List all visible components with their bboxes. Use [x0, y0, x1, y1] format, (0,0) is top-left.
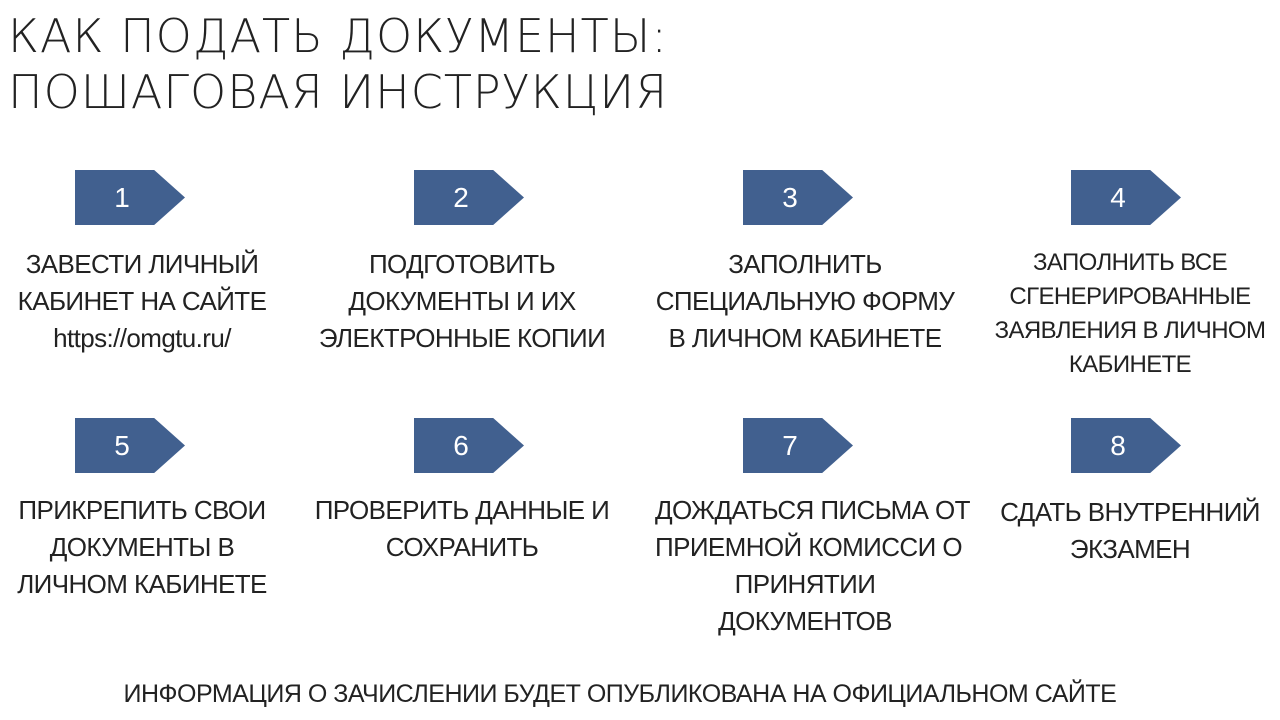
step-text-line: В ЛИЧНОМ КАБИНЕТЕ — [668, 323, 943, 353]
step-number: 3 — [782, 182, 798, 213]
step-text-line: https://omgtu.ru/ — [53, 323, 231, 353]
step-text-line: ПРИНЯТИИ — [734, 569, 876, 599]
footer-note: ИНФОРМАЦИЯ О ЗАЧИСЛЕНИИ БУДЕТ ОПУБЛИКОВА… — [123, 680, 1117, 708]
step-text-line: ЗАПОЛНИТЬ — [728, 249, 882, 279]
step-number: 8 — [1110, 430, 1126, 461]
step-text-line: СОХРАНИТЬ — [385, 532, 539, 562]
title-line-2: ПОШАГОВАЯ ИНСТРУКЦИЯ — [8, 65, 669, 119]
step-text-line: ЛИЧНОМ КАБИНЕТЕ — [17, 569, 267, 599]
step-number: 7 — [782, 430, 798, 461]
step-6-badge: 6 — [414, 418, 524, 473]
step-8-text: СДАТЬ ВНУТРЕННИЙ ЭКЗАМЕН — [980, 494, 1280, 568]
title-line-1: КАК ПОДАТЬ ДОКУМЕНТЫ: — [8, 9, 668, 63]
step-text-line: СПЕЦИАЛЬНУЮ ФОРМУ — [655, 286, 955, 316]
step-text-line: ДОКУМЕНТЫ В — [49, 532, 235, 562]
step-7-text: ДОЖДАТЬСЯ ПИСЬМА ОТ ПРИЕМНОЙ КОМИССИ О ПРИ… — [655, 492, 971, 640]
step-text-line: ЗАПОЛНИТЬ ВСЕ — [1032, 249, 1228, 276]
step-text-line: ДОКУМЕНТОВ — [718, 606, 892, 636]
step-4-badge: 4 — [1071, 170, 1181, 225]
step-number: 1 — [114, 182, 130, 213]
step-1-text: ЗАВЕСТИ ЛИЧНЫЙ КАБИНЕТ НА САЙТЕ https://om… — [0, 246, 292, 357]
step-4-text: ЗАПОЛНИТЬ ВСЕ СГЕНЕРИРОВАННЫЕ ЗАЯВЛЕНИЯ В … — [980, 246, 1280, 382]
step-5-badge: 5 — [75, 418, 185, 473]
step-text-line: ЗАЯВЛЕНИЯ В ЛИЧНОМ — [994, 317, 1266, 344]
step-text-line: ДОКУМЕНТЫ И ИХ — [348, 286, 576, 316]
step-2-badge: 2 — [414, 170, 524, 225]
step-text-line: ДОЖДАТЬСЯ ПИСЬМА ОТ — [655, 495, 971, 525]
step-3-text: ЗАПОЛНИТЬ СПЕЦИАЛЬНУЮ ФОРМУ В ЛИЧНОМ КАБИН… — [655, 246, 955, 357]
step-number: 2 — [453, 182, 469, 213]
step-7-badge: 7 — [743, 418, 853, 473]
step-text-line: КАБИНЕТ НА САЙТЕ — [17, 286, 267, 316]
step-text-line: ЭЛЕКТРОННЫЕ КОПИИ — [318, 323, 606, 353]
step-3-badge: 3 — [743, 170, 853, 225]
step-8-badge: 8 — [1071, 418, 1181, 473]
step-text-line: СДАТЬ ВНУТРЕННИЙ — [1000, 497, 1260, 527]
step-6-text: ПРОВЕРИТЬ ДАННЫЕ И СОХРАНИТЬ — [312, 492, 612, 566]
step-text-line: ПРОВЕРИТЬ ДАННЫЕ И — [314, 495, 610, 525]
step-5-text: ПРИКРЕПИТЬ СВОИ ДОКУМЕНТЫ В ЛИЧНОМ КАБИНЕТ… — [0, 492, 292, 603]
step-text-line: СГЕНЕРИРОВАННЫЕ — [1009, 283, 1251, 310]
step-1-badge: 1 — [75, 170, 185, 225]
step-text-line: ПРИЕМНОЙ КОМИССИ О — [655, 532, 963, 562]
step-text-line: ПРИКРЕПИТЬ СВОИ — [18, 495, 266, 525]
step-number: 4 — [1110, 182, 1126, 213]
page-title: КАК ПОДАТЬ ДОКУМЕНТЫ: ПОШАГОВАЯ ИНСТРУКЦ… — [8, 8, 668, 120]
step-text-line: ЭКЗАМЕН — [1069, 534, 1191, 564]
step-number: 6 — [453, 430, 469, 461]
step-text-line: КАБИНЕТЕ — [1068, 351, 1192, 378]
step-2-text: ПОДГОТОВИТЬ ДОКУМЕНТЫ И ИХ ЭЛЕКТРОННЫЕ КОП… — [312, 246, 612, 357]
step-text-line: ПОДГОТОВИТЬ — [368, 249, 556, 279]
step-number: 5 — [114, 430, 130, 461]
step-text-line: ЗАВЕСТИ ЛИЧНЫЙ — [25, 249, 259, 279]
